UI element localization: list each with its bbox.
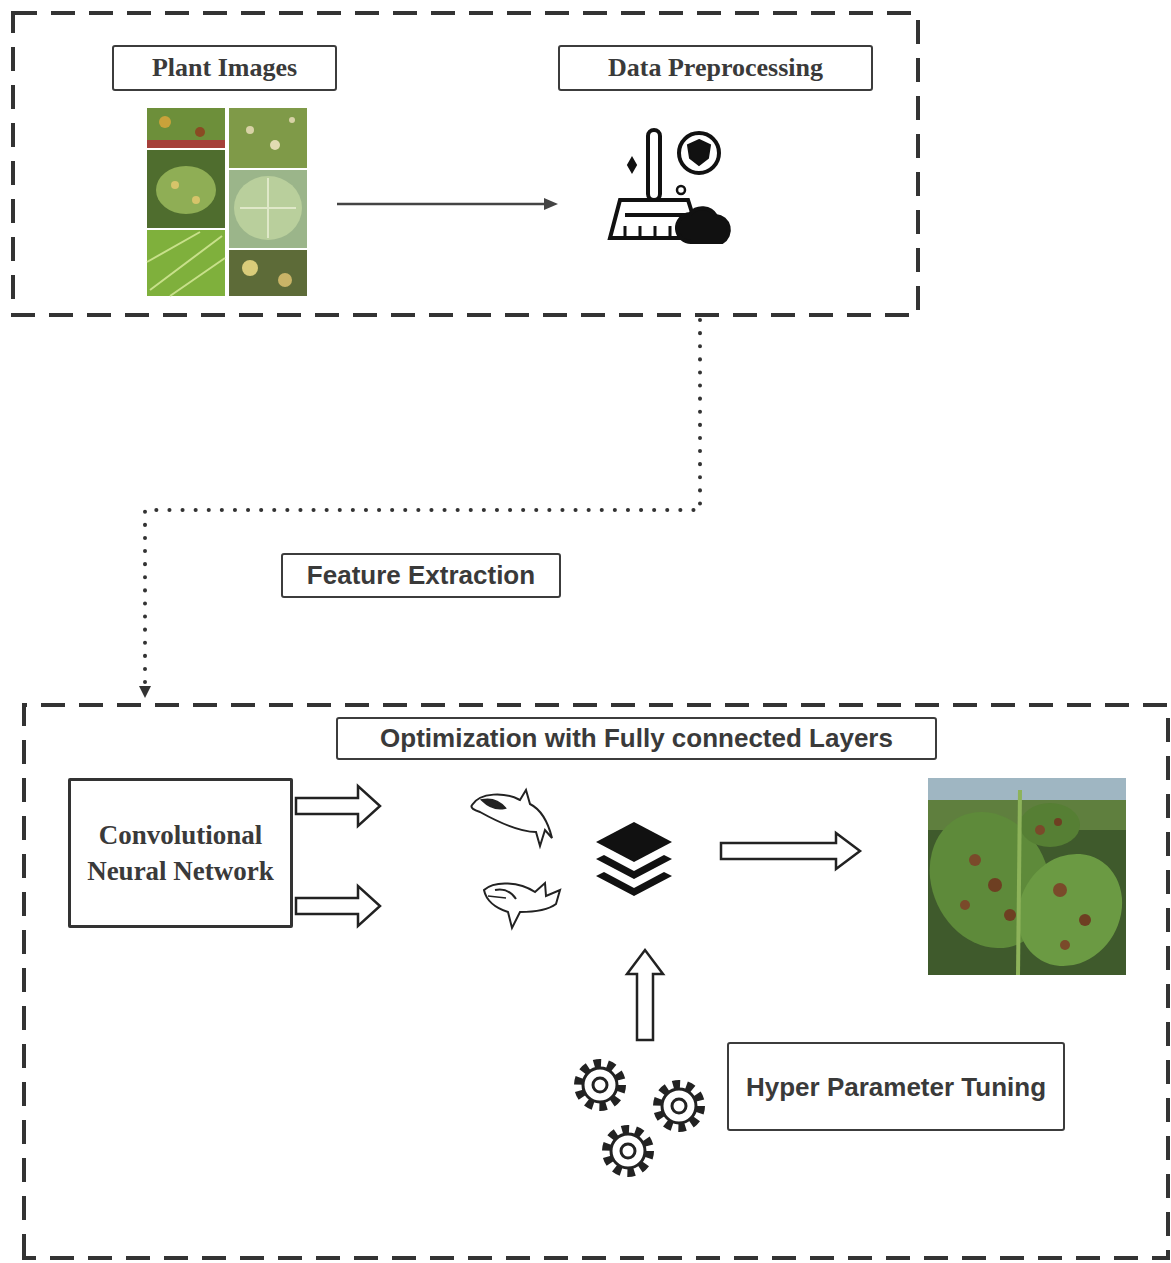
connector-arrow — [337, 198, 558, 210]
dotted-connector — [145, 320, 700, 688]
hollow-arrow — [721, 833, 860, 869]
whale-icon — [471, 790, 560, 928]
dashed-region — [13, 13, 918, 315]
hollow-arrow — [296, 886, 380, 926]
node-text: Optimization with Fully connected Layers — [380, 723, 893, 754]
process-label: Data Preprocessing — [558, 45, 873, 245]
node-text: Plant Images — [112, 45, 337, 91]
node-text: Hyper Parameter Tuning — [746, 1069, 1046, 1105]
preprocessing-icon — [610, 130, 729, 242]
model-box: Convolutional Neural Network — [68, 778, 293, 928]
node-text: Data Preprocessing — [558, 45, 873, 91]
node-text: Convolutional Neural Network — [81, 817, 280, 889]
stage-heading-box: Optimization with Fully connected Layers — [336, 717, 937, 760]
dashed-region — [24, 705, 1168, 1258]
gear-icons — [579, 1064, 700, 1172]
hollow-arrow — [296, 786, 380, 826]
arrowhead — [139, 686, 151, 698]
layers-icon — [596, 822, 672, 896]
diseased-leaf-image — [908, 778, 1142, 985]
plant-image-collage — [147, 108, 307, 296]
node-text: Feature Extraction — [307, 560, 535, 591]
tuning-box: Hyper Parameter Tuning — [727, 1042, 1065, 1131]
hollow-arrow — [627, 950, 663, 1040]
step-box: Feature Extraction — [281, 553, 561, 598]
image-source-label: Plant Images — [112, 45, 337, 297]
